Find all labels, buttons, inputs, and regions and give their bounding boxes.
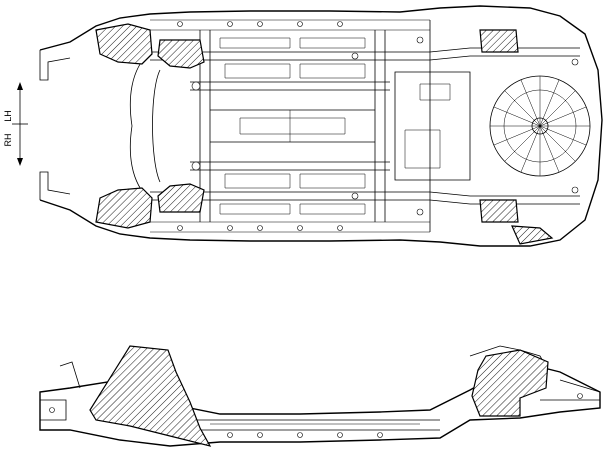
hatched-areas-side-view bbox=[89, 345, 549, 447]
top-view-holes bbox=[177, 21, 579, 231]
underbody-side-view bbox=[39, 345, 601, 447]
lh-label: LH bbox=[3, 110, 13, 122]
underbody-top-view bbox=[39, 5, 603, 247]
double-arrow-vertical-icon bbox=[12, 82, 28, 166]
hatched-areas-top-view bbox=[95, 23, 554, 245]
side-view-holes bbox=[49, 393, 583, 438]
direction-indicator: LH RH bbox=[3, 82, 28, 166]
rh-label: RH bbox=[3, 134, 13, 147]
spare-well-spokes bbox=[490, 76, 590, 176]
